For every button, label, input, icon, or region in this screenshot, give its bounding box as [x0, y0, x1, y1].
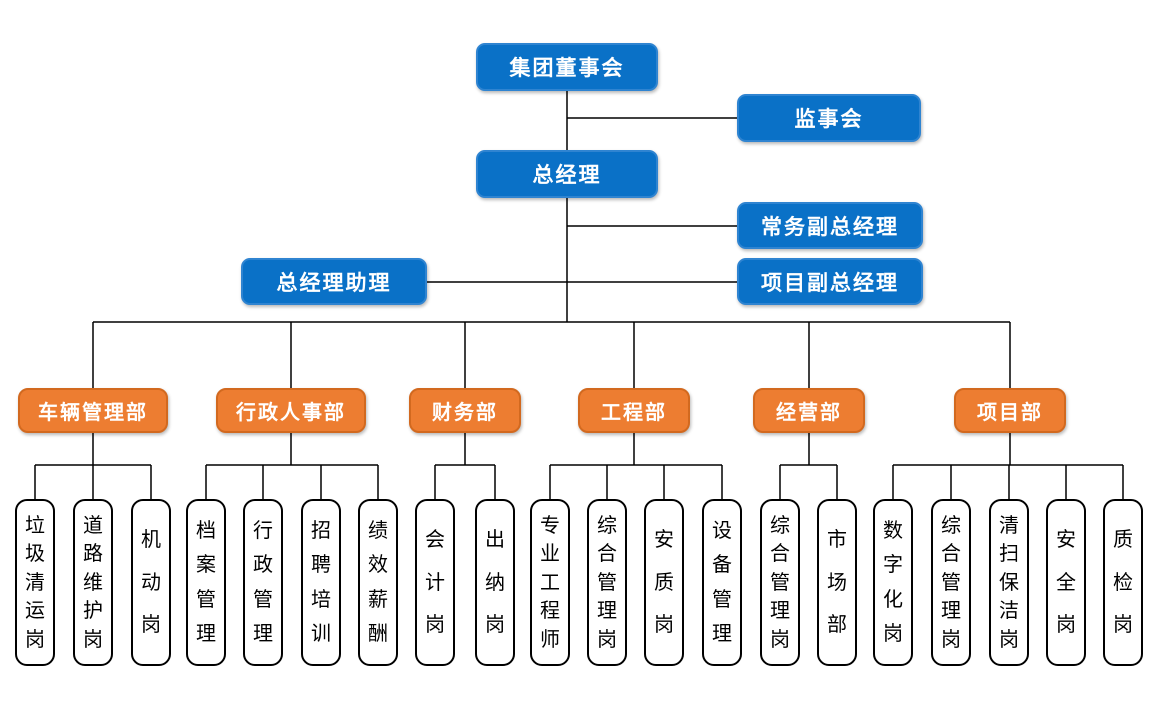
- position-label: 数字化岗: [883, 520, 903, 645]
- project-dept-box: 项目部: [954, 388, 1066, 433]
- position-label: 质检岗: [1113, 528, 1133, 637]
- gm-assistant-label: 总经理助理: [276, 271, 392, 295]
- position-label: 市场部: [827, 528, 847, 637]
- supervisory-board-label: 监事会: [794, 108, 864, 131]
- board-label: 集团董事会: [509, 57, 625, 80]
- position-box: 会计岗: [415, 499, 455, 666]
- position-label: 会计岗: [425, 528, 445, 637]
- vehicle-management-dept-box: 车辆管理部: [18, 388, 168, 433]
- general-manager-label: 总经理: [532, 164, 602, 187]
- position-box: 安全岗: [1046, 499, 1086, 666]
- project-deputy-gm-box: 项目副总经理: [737, 258, 923, 305]
- position-box: 专业工程师: [530, 499, 570, 666]
- executive-deputy-gm-box: 常务副总经理: [737, 202, 923, 249]
- position-label: 垃圾清运岗: [25, 514, 45, 651]
- vehicle-management-dept-label: 车辆管理部: [38, 402, 148, 424]
- position-label: 档案管理: [196, 520, 216, 645]
- position-box: 数字化岗: [873, 499, 913, 666]
- position-label: 专业工程师: [540, 514, 560, 651]
- position-box: 综合管理岗: [760, 499, 800, 666]
- business-dept-label: 经营部: [776, 402, 842, 424]
- admin-hr-dept-box: 行政人事部: [216, 388, 366, 433]
- position-box: 招聘培训: [301, 499, 341, 666]
- position-label: 绩效薪酬: [368, 520, 388, 645]
- position-label: 机动岗: [141, 528, 161, 637]
- admin-hr-dept-label: 行政人事部: [236, 402, 346, 424]
- supervisory-board-box: 监事会: [737, 94, 921, 142]
- position-box: 清扫保洁岗: [989, 499, 1029, 666]
- position-label: 道路维护岗: [83, 514, 103, 651]
- finance-dept-label: 财务部: [432, 402, 498, 424]
- position-label: 综合管理岗: [941, 514, 961, 651]
- board-box: 集团董事会: [476, 43, 658, 91]
- position-label: 设备管理: [712, 520, 732, 645]
- position-box: 档案管理: [186, 499, 226, 666]
- position-box: 综合管理岗: [931, 499, 971, 666]
- position-label: 综合管理岗: [770, 514, 790, 651]
- general-manager-box: 总经理: [476, 150, 658, 198]
- position-label: 安质岗: [654, 528, 674, 637]
- position-box: 设备管理: [702, 499, 742, 666]
- engineering-dept-box: 工程部: [578, 388, 690, 433]
- business-dept-box: 经营部: [753, 388, 865, 433]
- position-label: 清扫保洁岗: [999, 514, 1019, 651]
- executive-deputy-gm-label: 常务副总经理: [761, 215, 899, 239]
- position-box: 机动岗: [131, 499, 171, 666]
- finance-dept-box: 财务部: [409, 388, 521, 433]
- position-box: 质检岗: [1103, 499, 1143, 666]
- position-box: 绩效薪酬: [358, 499, 398, 666]
- position-label: 安全岗: [1056, 528, 1076, 637]
- position-box: 行政管理: [243, 499, 283, 666]
- project-dept-label: 项目部: [977, 402, 1043, 424]
- position-box: 安质岗: [644, 499, 684, 666]
- position-label: 招聘培训: [311, 520, 331, 645]
- position-box: 综合管理岗: [587, 499, 627, 666]
- position-box: 垃圾清运岗: [15, 499, 55, 666]
- position-label: 出纳岗: [485, 528, 505, 637]
- project-deputy-gm-label: 项目副总经理: [761, 271, 899, 295]
- position-box: 市场部: [817, 499, 857, 666]
- position-box: 道路维护岗: [73, 499, 113, 666]
- position-label: 行政管理: [253, 520, 273, 645]
- position-label: 综合管理岗: [597, 514, 617, 651]
- position-box: 出纳岗: [475, 499, 515, 666]
- gm-assistant-box: 总经理助理: [241, 258, 427, 305]
- engineering-dept-label: 工程部: [601, 402, 667, 424]
